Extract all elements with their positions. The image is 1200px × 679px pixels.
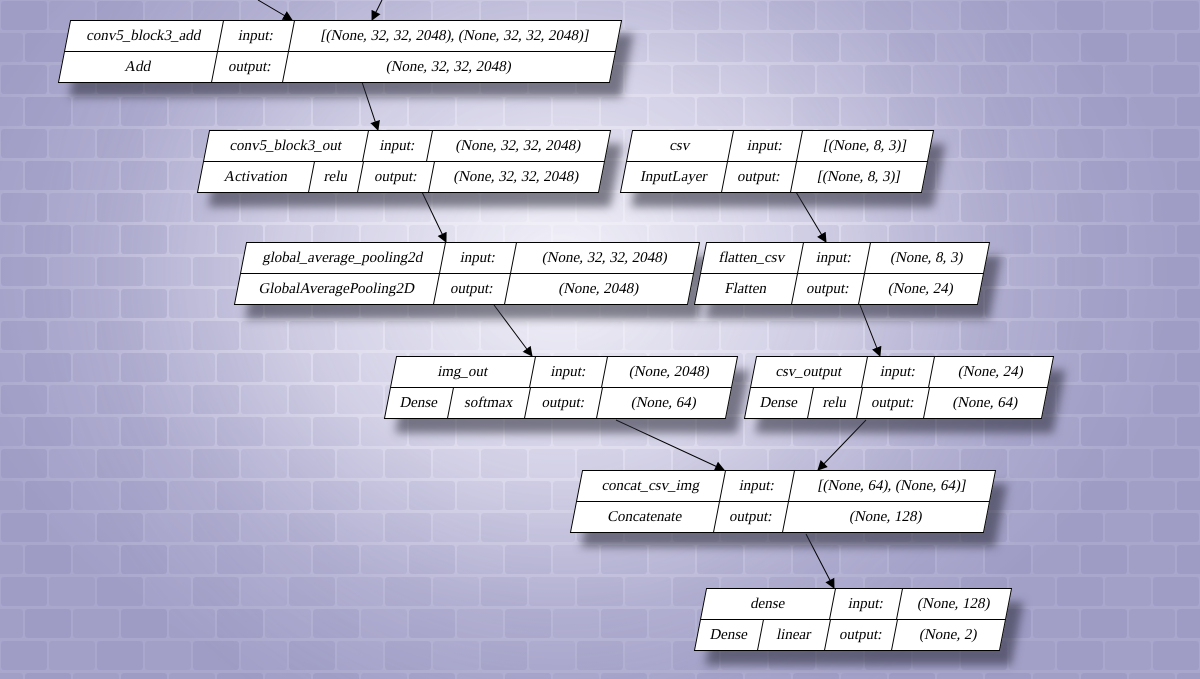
- input-shape: (None, 32, 32, 2048): [426, 131, 610, 161]
- activation: relu: [308, 162, 363, 192]
- input-label: input:: [861, 357, 934, 387]
- output-shape: (None, 32, 32, 2048): [428, 162, 604, 192]
- layer-name: dense: [749, 595, 787, 612]
- input-shape: (None, 128): [896, 589, 1011, 619]
- layer-name: global_average_pooling2d: [261, 249, 425, 266]
- edge-out-to-gap: [421, 191, 447, 243]
- input-label: input:: [362, 131, 432, 161]
- output-shape: [(None, 8, 3)]: [790, 162, 927, 192]
- layer-type: Dense: [708, 626, 750, 643]
- layer-name: csv_output: [774, 363, 844, 380]
- input-shape: (None, 32, 32, 2048): [510, 243, 699, 273]
- input-label: input:: [439, 243, 516, 273]
- output-label: output:: [713, 502, 788, 532]
- output-shape: (None, 2): [891, 620, 1005, 650]
- output-label: output:: [721, 162, 796, 192]
- input-shape: (None, 8, 3): [864, 243, 989, 273]
- input-label: input:: [727, 131, 802, 161]
- layer-name: concat_csv_img: [600, 477, 702, 494]
- output-label: output:: [791, 274, 864, 304]
- layer-name: conv5_block3_add: [85, 27, 203, 44]
- node-csv[interactable]: csv input: [(None, 8, 3)] InputLayer out…: [619, 130, 935, 193]
- node-dense[interactable]: dense input: (None, 128) Dense linear ou…: [693, 588, 1013, 651]
- activation: relu: [807, 388, 862, 418]
- node-img-out[interactable]: img_out input: (None, 2048) Dense softma…: [383, 356, 739, 419]
- layer-name: img_out: [436, 363, 490, 380]
- layer-type: GlobalAveragePooling2D: [257, 280, 417, 297]
- input-shape: (None, 2048): [601, 357, 737, 387]
- layer-name: conv5_block3_out: [228, 137, 344, 154]
- node-concat-csv-img[interactable]: concat_csv_img input: [(None, 64), (None…: [569, 470, 997, 533]
- node-conv5-block3-add[interactable]: conv5_block3_add input: [(None, 32, 32, …: [57, 20, 623, 83]
- input-label: input:: [529, 357, 607, 387]
- output-shape: (None, 128): [782, 502, 989, 532]
- output-label: output:: [433, 274, 510, 304]
- input-label: input:: [829, 589, 902, 619]
- edge-flatten-to-csv-output: [859, 304, 882, 357]
- edge-csv-output-to-concat: [817, 419, 867, 471]
- output-label: output:: [357, 162, 434, 192]
- input-shape: [(None, 8, 3)]: [796, 131, 933, 161]
- node-flatten-csv[interactable]: flatten_csv input: (None, 8, 3) Flatten …: [693, 242, 991, 305]
- layer-type: Concatenate: [606, 508, 684, 525]
- output-shape: (None, 24): [858, 274, 983, 304]
- output-label: output:: [824, 620, 897, 650]
- input-shape: [(None, 64), (None, 64)]: [788, 471, 995, 501]
- edge-top-right-incoming: [371, 0, 383, 21]
- edge-concat-to-dense: [805, 533, 835, 589]
- layer-type: Flatten: [723, 280, 769, 297]
- edge-conv5-add-to-out: [361, 81, 380, 131]
- output-label: output:: [524, 388, 602, 418]
- node-csv-output[interactable]: csv_output input: (None, 24) Dense relu …: [743, 356, 1055, 419]
- input-shape: (None, 24): [928, 357, 1053, 387]
- activation: linear: [757, 620, 830, 650]
- edge-img-out-to-concat: [615, 419, 725, 471]
- input-shape: [(None, 32, 32, 2048), (None, 32, 32, 20…: [288, 21, 621, 51]
- input-label: input:: [719, 471, 794, 501]
- node-conv5-block3-out[interactable]: conv5_block3_out input: (None, 32, 32, 2…: [196, 130, 612, 193]
- output-label: output:: [856, 388, 929, 418]
- output-shape: (None, 64): [923, 388, 1047, 418]
- edge-csv-to-flatten: [795, 191, 827, 243]
- input-label: input:: [797, 243, 870, 273]
- output-shape: (None, 64): [596, 388, 731, 418]
- layer-type: Dense: [398, 394, 440, 411]
- layer-type: Add: [123, 58, 153, 75]
- layer-type: InputLayer: [639, 168, 709, 185]
- output-shape: (None, 32, 32, 2048): [282, 52, 615, 82]
- input-label: input:: [217, 21, 294, 51]
- layer-name: csv: [668, 137, 692, 154]
- layer-type: Dense: [758, 394, 800, 411]
- layer-type: Activation: [222, 168, 290, 185]
- activation: softmax: [447, 388, 530, 418]
- edge-top-left-incoming: [257, 0, 293, 21]
- layer-name: flatten_csv: [717, 249, 787, 266]
- edge-gap-to-img-out: [493, 304, 533, 357]
- node-global-average-pooling2d[interactable]: global_average_pooling2d input: (None, 3…: [233, 242, 701, 305]
- output-shape: (None, 2048): [504, 274, 693, 304]
- output-label: output:: [211, 52, 288, 82]
